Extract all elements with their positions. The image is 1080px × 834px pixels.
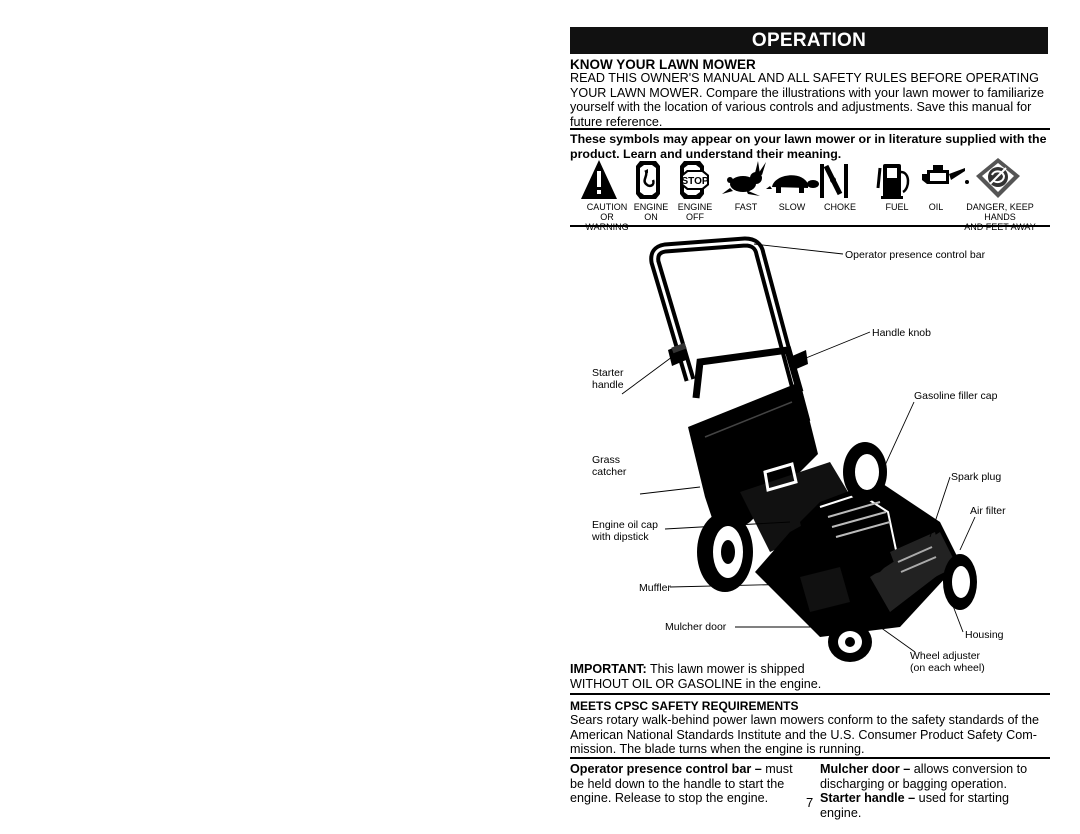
callout-housing: Housing	[965, 629, 1004, 641]
stop-sign-text: STOP	[681, 176, 708, 187]
callout-handle-knob: Handle knob	[872, 327, 931, 339]
oil-can-icon	[922, 165, 969, 184]
operator-bar-text: must	[761, 762, 793, 776]
starter-handle-term: Starter handle –	[820, 791, 916, 805]
symbol-label-fuel: FUEL	[885, 202, 909, 212]
know-paragraph: READ THIS OWNER'S MANUAL AND ALL SAFETY …	[570, 71, 1050, 129]
definition-starter-handle: Starter handle – used for starting engin…	[820, 791, 1050, 820]
operator-bar-line-2: be held down to the handle to start the	[570, 776, 785, 791]
keep-hands-label-2: AND FEET AWAY	[964, 222, 1036, 232]
mulcher-door-text: allows conversion to	[910, 762, 1028, 776]
mulcher-door-term: Mulcher door –	[820, 762, 911, 776]
callout-oil-cap-line-2: with dipstick	[592, 531, 649, 543]
engine-on-icon	[636, 161, 660, 199]
engine-on-label-1: ENGINE	[633, 202, 669, 212]
symbol-label-engine-on: ENGINE ON	[626, 202, 676, 222]
definition-mulcher-door: Mulcher door – allows conversion to disc…	[820, 762, 1050, 820]
definition-operator-bar: Operator presence control bar – must be …	[570, 762, 800, 806]
important-label: IMPORTANT:	[570, 662, 647, 676]
know-heading: KNOW YOUR LAWN MOWER	[570, 57, 756, 72]
callout-starter-line-2: handle	[592, 379, 624, 391]
section-title-banner: OPERATION	[570, 27, 1048, 54]
callout-starter-handle: Starter handle	[592, 367, 624, 391]
symbol-label-oil: OIL	[928, 202, 944, 212]
callout-oil-cap: Engine oil cap with dipstick	[592, 519, 658, 543]
callout-wheel-line-2: (on each wheel)	[910, 662, 985, 674]
symbol-label-keep-hands-away: DANGER, KEEP HANDS AND FEET AWAY	[950, 202, 1050, 232]
symbol-label-choke: CHOKE	[823, 202, 856, 212]
callout-wheel-adjuster: Wheel adjuster (on each wheel)	[910, 650, 985, 674]
important-note: IMPORTANT: This lawn mower is shipped WI…	[570, 662, 821, 691]
rabbit-icon	[722, 161, 766, 196]
callout-operator-bar: Operator presence control bar	[845, 249, 986, 261]
divider	[570, 128, 1050, 130]
symbols-intro-line-1: These symbols may appear on your lawn mo…	[570, 132, 1047, 146]
fuel-pump-icon	[876, 164, 910, 199]
callout-oil-cap-line-1: Engine oil cap	[592, 519, 658, 531]
callout-grass-line-1: Grass	[592, 454, 621, 466]
symbols-intro: These symbols may appear on your lawn mo…	[570, 132, 1050, 161]
cpsc-line-3: mission. The blade turns when the engine…	[570, 742, 865, 756]
callout-grass-catcher: Grass catcher	[592, 454, 626, 478]
mulcher-door-line-2: discharging or bagging operation.	[820, 776, 1007, 791]
cpsc-line-1: Sears rotary walk-behind power lawn mowe…	[570, 713, 1039, 727]
choke-icon	[820, 164, 848, 198]
divider	[570, 225, 1050, 227]
divider	[570, 757, 1050, 759]
engine-off-label-2: OFF	[686, 212, 704, 222]
symbol-label-slow: SLOW	[778, 202, 806, 212]
callout-spark-plug: Spark plug	[951, 471, 1002, 483]
know-line-1: READ THIS OWNER'S MANUAL AND ALL SAFETY …	[570, 71, 1039, 85]
symbols-strip: STOP	[581, 158, 1020, 199]
page-number: 7	[806, 795, 814, 810]
turtle-icon	[766, 175, 819, 193]
caution-label-2: OR WARNING	[585, 212, 629, 232]
symbol-label-engine-off: ENGINE OFF	[670, 202, 720, 222]
caution-label-1: CAUTION	[586, 202, 628, 212]
caution-icon	[581, 160, 617, 199]
callout-air-filter: Air filter	[970, 505, 1006, 517]
callout-gasoline-cap: Gasoline filler cap	[914, 390, 998, 402]
important-line-2: WITHOUT OIL OR GASOLINE in the engine.	[570, 676, 822, 691]
keep-hands-label-1: DANGER, KEEP HANDS	[966, 202, 1034, 222]
lawn-mower-illustration	[621, 236, 977, 662]
callout-wheel-line-1: Wheel adjuster	[910, 650, 981, 662]
engine-off-icon: STOP	[680, 161, 709, 199]
cpsc-heading: MEETS CPSC SAFETY REQUIREMENTS	[570, 699, 799, 713]
know-line-4: future reference.	[570, 114, 663, 129]
know-line-3: yourself with the location of various co…	[570, 100, 1032, 114]
know-line-2: YOUR LAWN MOWER. Compare the illustratio…	[570, 85, 1045, 100]
cpsc-line-2: American National Standards Institute an…	[570, 727, 1037, 742]
engine-off-label-1: ENGINE	[677, 202, 713, 212]
symbol-label-fast: FAST	[734, 202, 758, 212]
callout-mulcher-door: Mulcher door	[665, 621, 727, 633]
callout-grass-line-2: catcher	[592, 466, 627, 478]
symbol-label-caution: CAUTION OR WARNING	[578, 202, 636, 232]
symbols-intro-line-2: product. Learn and understand their mean…	[570, 146, 842, 161]
cpsc-paragraph: Sears rotary walk-behind power lawn mowe…	[570, 713, 1050, 757]
operator-bar-term: Operator presence control bar –	[570, 762, 762, 776]
operator-bar-line-3: engine. Release to stop the engine.	[570, 791, 769, 805]
important-text: This lawn mower is shipped	[646, 662, 805, 676]
starter-handle-text: used for starting engine.	[820, 791, 1009, 820]
divider	[570, 693, 1050, 695]
callout-muffler: Muffler	[639, 582, 671, 594]
callout-starter-line-1: Starter	[592, 367, 624, 379]
keep-hands-away-icon	[976, 158, 1020, 198]
engine-on-label-2: ON	[644, 212, 658, 222]
